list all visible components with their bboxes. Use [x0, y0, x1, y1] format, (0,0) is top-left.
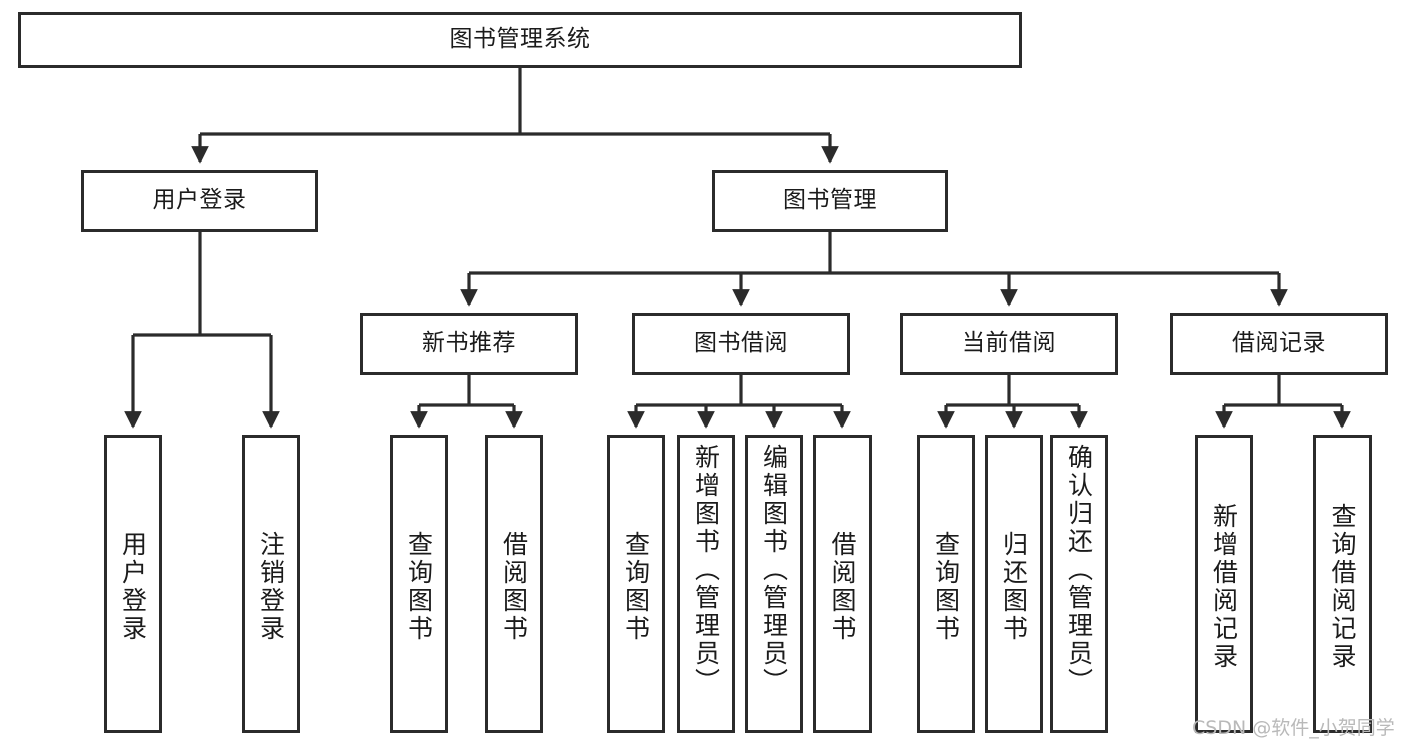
node-label: 查询借阅记录 [1328, 503, 1357, 671]
node-label: 借阅图书 [499, 531, 529, 643]
node-label: 归还图书 [999, 531, 1029, 643]
leaf-add-book[interactable]: 新增图书（管理员） [677, 435, 735, 733]
leaf-query-book-3[interactable]: 查询图书 [917, 435, 975, 733]
node-label: 用户登录 [118, 531, 148, 643]
leaf-return-book[interactable]: 归还图书 [985, 435, 1043, 733]
node-label: 图书借阅 [694, 330, 788, 357]
node-borrow-record[interactable]: 借阅记录 [1170, 313, 1388, 375]
node-label: 查询图书 [404, 531, 434, 643]
leaf-confirm-return[interactable]: 确认归还（管理员） [1050, 435, 1108, 733]
node-label: 新增图书（管理员） [691, 444, 721, 696]
node-label: 新书推荐 [422, 330, 516, 357]
node-label: 当前借阅 [962, 330, 1056, 357]
leaf-query-book-2[interactable]: 查询图书 [607, 435, 665, 733]
node-label: 图书管理系统 [449, 26, 591, 53]
csdn-watermark: CSDN @软件_小贺同学 [1192, 717, 1395, 739]
leaf-borrow-book-1[interactable]: 借阅图书 [485, 435, 543, 733]
leaf-edit-book[interactable]: 编辑图书（管理员） [745, 435, 803, 733]
node-label: 查询图书 [621, 531, 651, 643]
node-book-borrow[interactable]: 图书借阅 [632, 313, 850, 375]
leaf-user-login[interactable]: 用户登录 [104, 435, 162, 733]
leaf-user-logout[interactable]: 注销登录 [242, 435, 300, 733]
leaf-borrow-book-2[interactable]: 借阅图书 [813, 435, 872, 733]
node-label: 查询图书 [931, 531, 961, 643]
node-current-borrow[interactable]: 当前借阅 [900, 313, 1118, 375]
node-label: 借阅记录 [1232, 330, 1326, 357]
node-label: 用户登录 [152, 187, 247, 214]
node-label: 确认归还（管理员） [1064, 444, 1094, 696]
node-label: 编辑图书（管理员） [759, 444, 789, 696]
leaf-query-book-1[interactable]: 查询图书 [390, 435, 448, 733]
node-book-manage[interactable]: 图书管理 [712, 170, 948, 232]
leaf-add-record[interactable]: 新增借阅记录 [1195, 435, 1253, 733]
node-label: 图书管理 [783, 187, 877, 214]
node-user-login[interactable]: 用户登录 [81, 170, 318, 232]
node-label: 新增借阅记录 [1209, 503, 1239, 671]
node-label: 借阅图书 [828, 531, 857, 643]
node-root-system[interactable]: 图书管理系统 [18, 12, 1022, 68]
leaf-query-record[interactable]: 查询借阅记录 [1313, 435, 1372, 733]
node-label: 注销登录 [256, 531, 286, 643]
node-new-book-recommend[interactable]: 新书推荐 [360, 313, 578, 375]
